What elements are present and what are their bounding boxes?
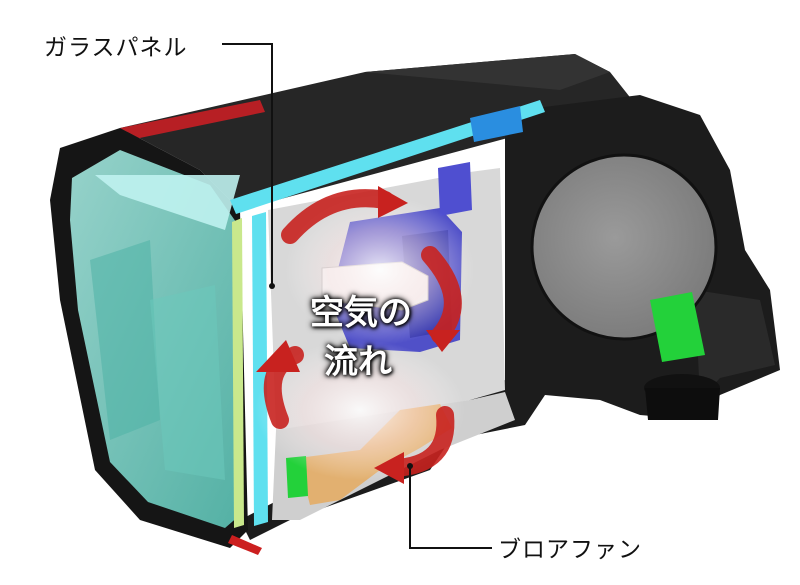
glass-panel-label: ガラスパネル: [44, 35, 188, 61]
airflow-arrow-lower-right: [386, 406, 455, 477]
airflow-arrow-upper-right: [421, 246, 462, 344]
housing-top: [120, 54, 670, 210]
projection-lens: [530, 153, 718, 341]
callout-lines: [222, 43, 492, 549]
arrowhead-right: [426, 330, 460, 352]
blower-fan-label: ブロアファン: [498, 537, 642, 563]
front-glass: [70, 150, 240, 528]
arrowhead-lower-right: [374, 452, 404, 484]
airflow-arrow-upper-top: [281, 189, 394, 244]
arrowhead-top: [378, 186, 408, 218]
side-parts: [644, 292, 720, 420]
arrowhead-lower-left: [256, 340, 300, 372]
glass-panel-strips: [230, 100, 545, 528]
blower-fan-leader: [409, 466, 492, 549]
airflow-label-line2: 流れ: [324, 342, 392, 382]
airflow-arrows: [255, 186, 475, 484]
airflow-label-line1: 空気の: [310, 293, 412, 333]
glass-panel-leader: [222, 43, 273, 286]
